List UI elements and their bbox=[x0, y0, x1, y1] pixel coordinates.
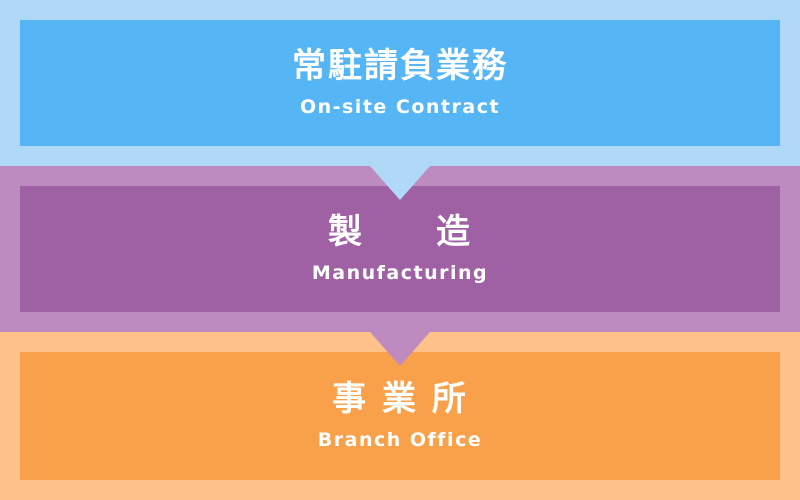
section-subtitle: On-site Contract bbox=[299, 95, 501, 118]
section-manufacturing: 製 造 Manufacturing bbox=[20, 186, 780, 312]
section-on-site-contract: 常駐請負業務 On-site Contract bbox=[20, 20, 780, 146]
section-subtitle: Branch Office bbox=[317, 428, 483, 451]
section-title: 事 業 所 bbox=[332, 379, 468, 420]
section-subtitle: Manufacturing bbox=[311, 261, 489, 284]
section-title: 常駐請負業務 bbox=[292, 46, 508, 87]
down-arrow-icon bbox=[370, 166, 430, 200]
section-title: 製 造 bbox=[328, 212, 472, 253]
down-arrow-icon bbox=[370, 332, 430, 366]
section-branch-office: 事 業 所 Branch Office bbox=[20, 352, 780, 480]
